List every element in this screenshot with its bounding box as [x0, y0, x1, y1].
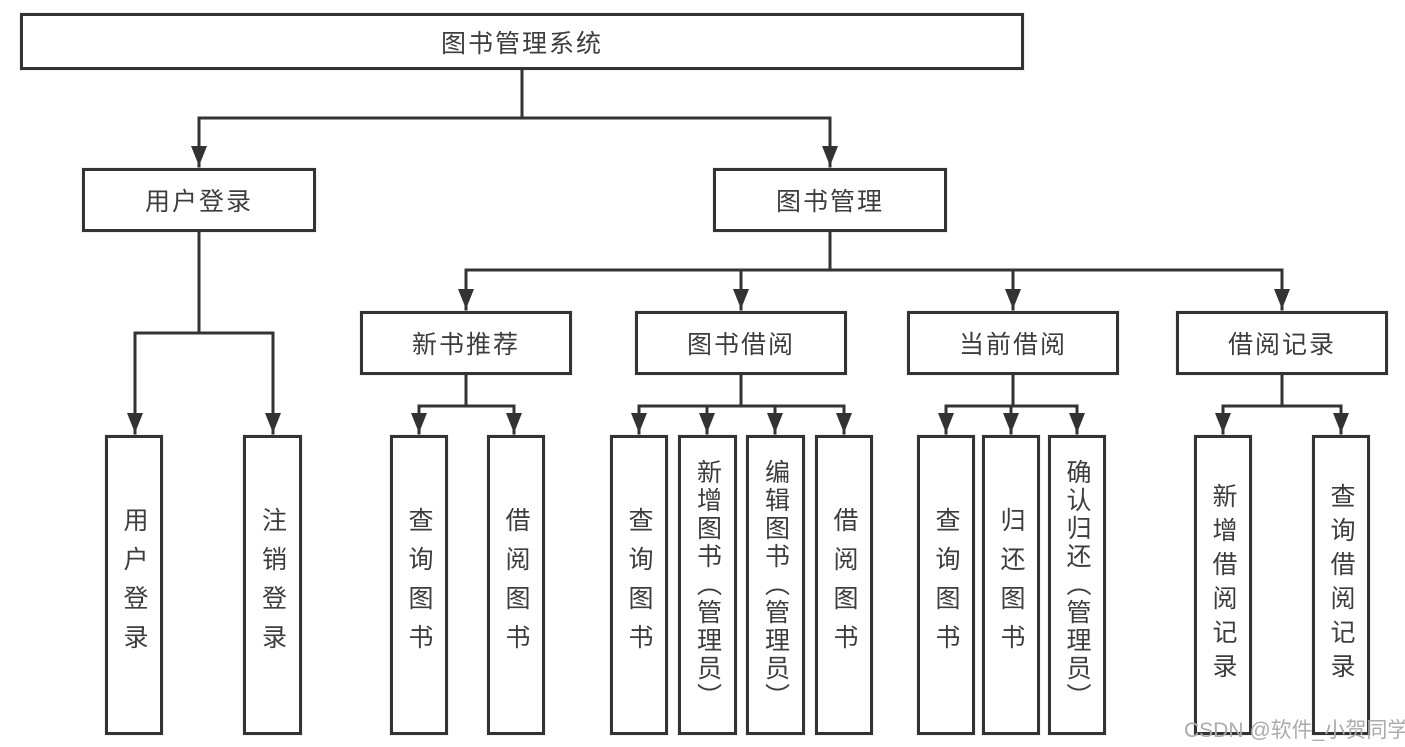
watermark-text: CSDN @软件_小贺同学 — [1184, 719, 1405, 742]
node-system-root-label: 图书管理系统 — [440, 29, 603, 58]
node-borrow-record: 借阅记录 — [1176, 311, 1388, 375]
leaf-user-login: 用户登录 — [105, 435, 163, 735]
node-new-book-recommend-label: 新书推荐 — [411, 331, 520, 359]
leaf-nbr-borrow-book-label: 借阅图书 — [502, 507, 530, 663]
leaf-br-add-record-label: 新增借阅记录 — [1209, 483, 1237, 687]
leaf-nbr-query-book-label: 查询图书 — [405, 507, 433, 663]
leaf-bb-borrow-book: 借阅图书 — [815, 435, 873, 735]
leaf-br-query-record: 查询借阅记录 — [1312, 435, 1370, 735]
node-new-book-recommend: 新书推荐 — [360, 311, 572, 375]
node-current-borrow-label: 当前借阅 — [958, 331, 1067, 359]
leaf-cb-return-book-label: 归还图书 — [997, 507, 1025, 663]
leaf-br-query-record-label: 查询借阅记录 — [1327, 483, 1355, 687]
leaf-cb-confirm-return-admin: 确认归还（管理员） — [1048, 435, 1106, 735]
node-book-borrow: 图书借阅 — [635, 311, 847, 375]
leaf-bb-query-book: 查询图书 — [610, 435, 668, 735]
node-book-management-label: 图书管理 — [775, 188, 884, 216]
leaf-bb-add-book-admin-label: 新增图书（管理员） — [693, 459, 722, 711]
leaf-cb-query-book-label: 查询图书 — [932, 507, 960, 663]
node-book-borrow-label: 图书借阅 — [686, 331, 795, 359]
leaf-cb-return-book: 归还图书 — [982, 435, 1040, 735]
leaf-bb-query-book-label: 查询图书 — [625, 507, 653, 663]
node-system-root: 图书管理系统 — [20, 13, 1024, 70]
leaf-cb-query-book: 查询图书 — [917, 435, 975, 735]
node-borrow-record-label: 借阅记录 — [1227, 331, 1336, 359]
leaf-cb-confirm-return-admin-label: 确认归还（管理员） — [1063, 459, 1091, 711]
leaf-logout: 注销登录 — [243, 435, 302, 735]
node-user-login: 用户登录 — [82, 168, 316, 232]
leaf-br-add-record: 新增借阅记录 — [1194, 435, 1252, 735]
leaf-user-login-label: 用户登录 — [120, 507, 148, 663]
node-current-borrow: 当前借阅 — [907, 311, 1119, 375]
node-book-management: 图书管理 — [713, 168, 947, 232]
leaf-logout-label: 注销登录 — [258, 507, 287, 663]
leaf-nbr-borrow-book: 借阅图书 — [487, 435, 545, 735]
leaf-bb-edit-book-admin-label: 编辑图书（管理员） — [761, 459, 790, 711]
leaf-bb-add-book-admin: 新增图书（管理员） — [678, 435, 737, 735]
leaf-bb-borrow-book-label: 借阅图书 — [830, 507, 858, 663]
node-user-login-label: 用户登录 — [144, 188, 253, 216]
leaf-bb-edit-book-admin: 编辑图书（管理员） — [746, 435, 805, 735]
leaf-nbr-query-book: 查询图书 — [390, 435, 448, 735]
